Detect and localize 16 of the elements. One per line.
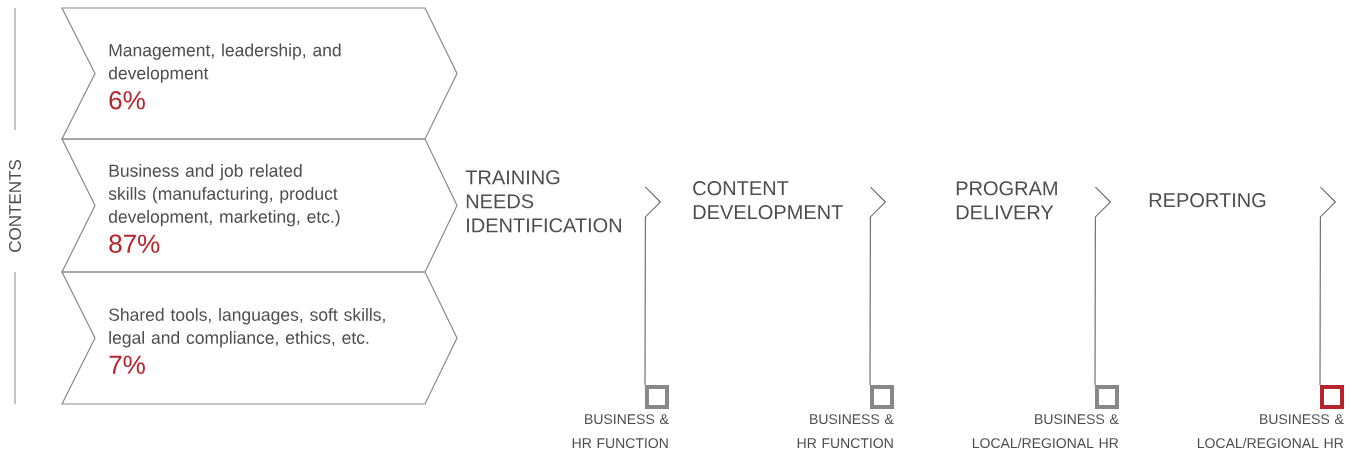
role-label: BUSINESS & HR FUNCTION (797, 414, 894, 449)
step-heading: PROGRAM DELIVERY (956, 181, 1057, 220)
step-heading: CONTENT DEVELOPMENT (693, 181, 843, 220)
role-label: BUSINESS & LOCAL/REGIONAL HR (972, 414, 1119, 449)
role-label: BUSINESS & HR FUNCTION (572, 414, 669, 449)
connector-line (1094, 186, 1111, 386)
connector-line (869, 186, 886, 386)
axis-label: CONTENTS (9, 160, 22, 252)
step-heading: REPORTING (1149, 193, 1266, 208)
connector-line (644, 186, 661, 386)
role-label: BUSINESS & LOCAL/REGIONAL HR (1197, 414, 1344, 449)
step-heading: TRAINING NEEDS IDENTIFICATION (465, 170, 621, 233)
chevron-box: Shared tools, languages, soft skills, legal and compliance, ethics, etc. 7% (61, 271, 458, 405)
chevron-box: Business and job related skills (manufacturing, product development, marketing, etc.) 87% (61, 138, 458, 273)
chevron-box: Management, leadership, and development 6% (61, 7, 458, 140)
connector-line (1319, 186, 1336, 386)
